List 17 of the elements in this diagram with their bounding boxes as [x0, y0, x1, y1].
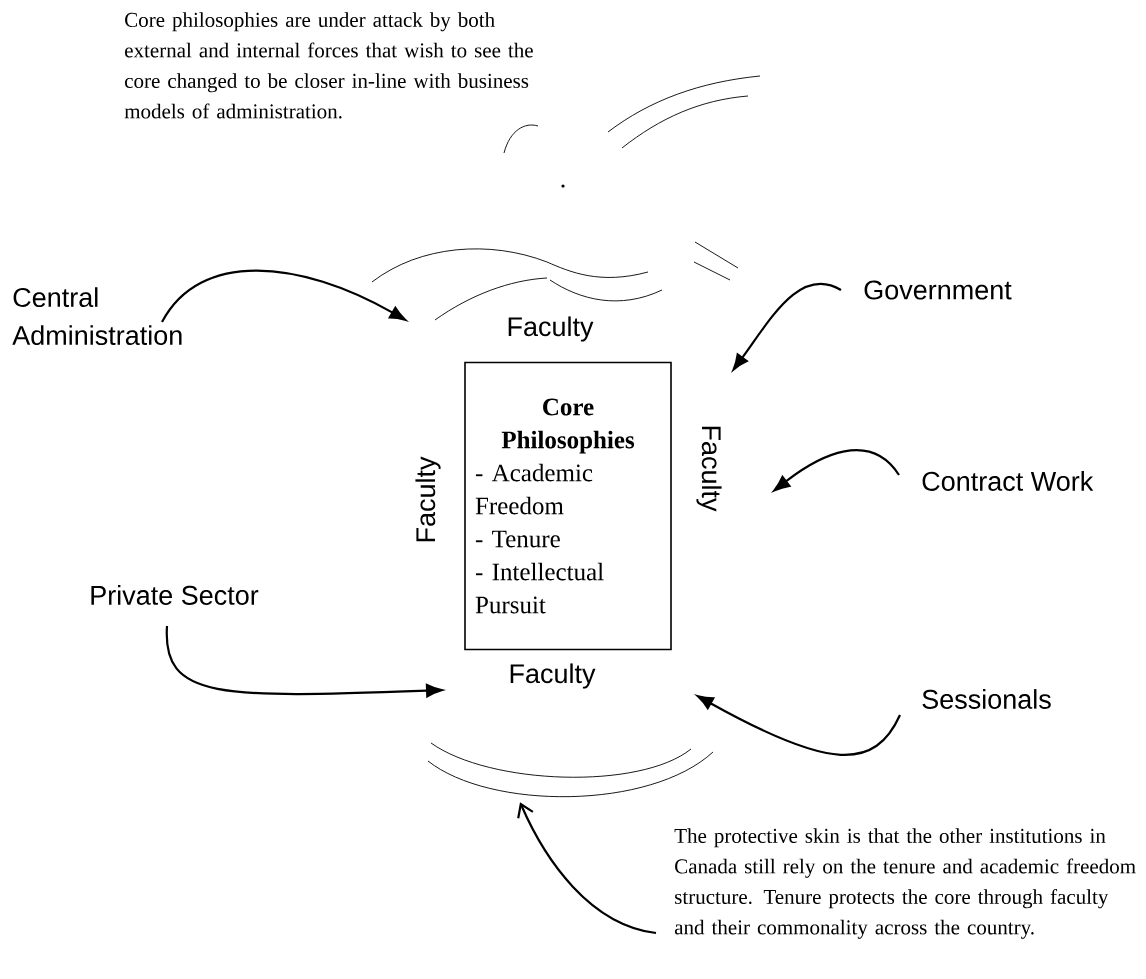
- label-text: Private Sector: [91, 585, 259, 605]
- core-box: Core Philosophies - Academic Freedom - Tenure - Intellectual Pursuit: [464, 361, 672, 651]
- label-text: Government: [864, 280, 1012, 300]
- label-text: Sessionals: [922, 689, 1051, 709]
- curved-arrow: [773, 449, 900, 492]
- curved-arrow: [517, 802, 657, 935]
- label-text: Contract Work: [922, 471, 1094, 491]
- curved-arrow: [696, 695, 901, 756]
- curved-arrow: [165, 626, 443, 698]
- side-label: Faculty: [696, 426, 722, 512]
- curved-arrow: [161, 269, 407, 323]
- curved-arrow: [732, 282, 842, 371]
- label-text: Central Administration: [12, 287, 182, 346]
- skin-drawing: [427, 742, 714, 798]
- side-label: Faculty: [510, 663, 596, 689]
- note-text: The protective skin is that the other institutions in Canada still rely on the tenure and academic freedom structure. Tenure protects the core through faculty and their commonality across the country.: [674, 828, 1136, 939]
- note-text: Core philosophies are under attack by both external and internal forces that wish to see the core changed to be closer in-line with business models of administration.: [124, 12, 533, 119]
